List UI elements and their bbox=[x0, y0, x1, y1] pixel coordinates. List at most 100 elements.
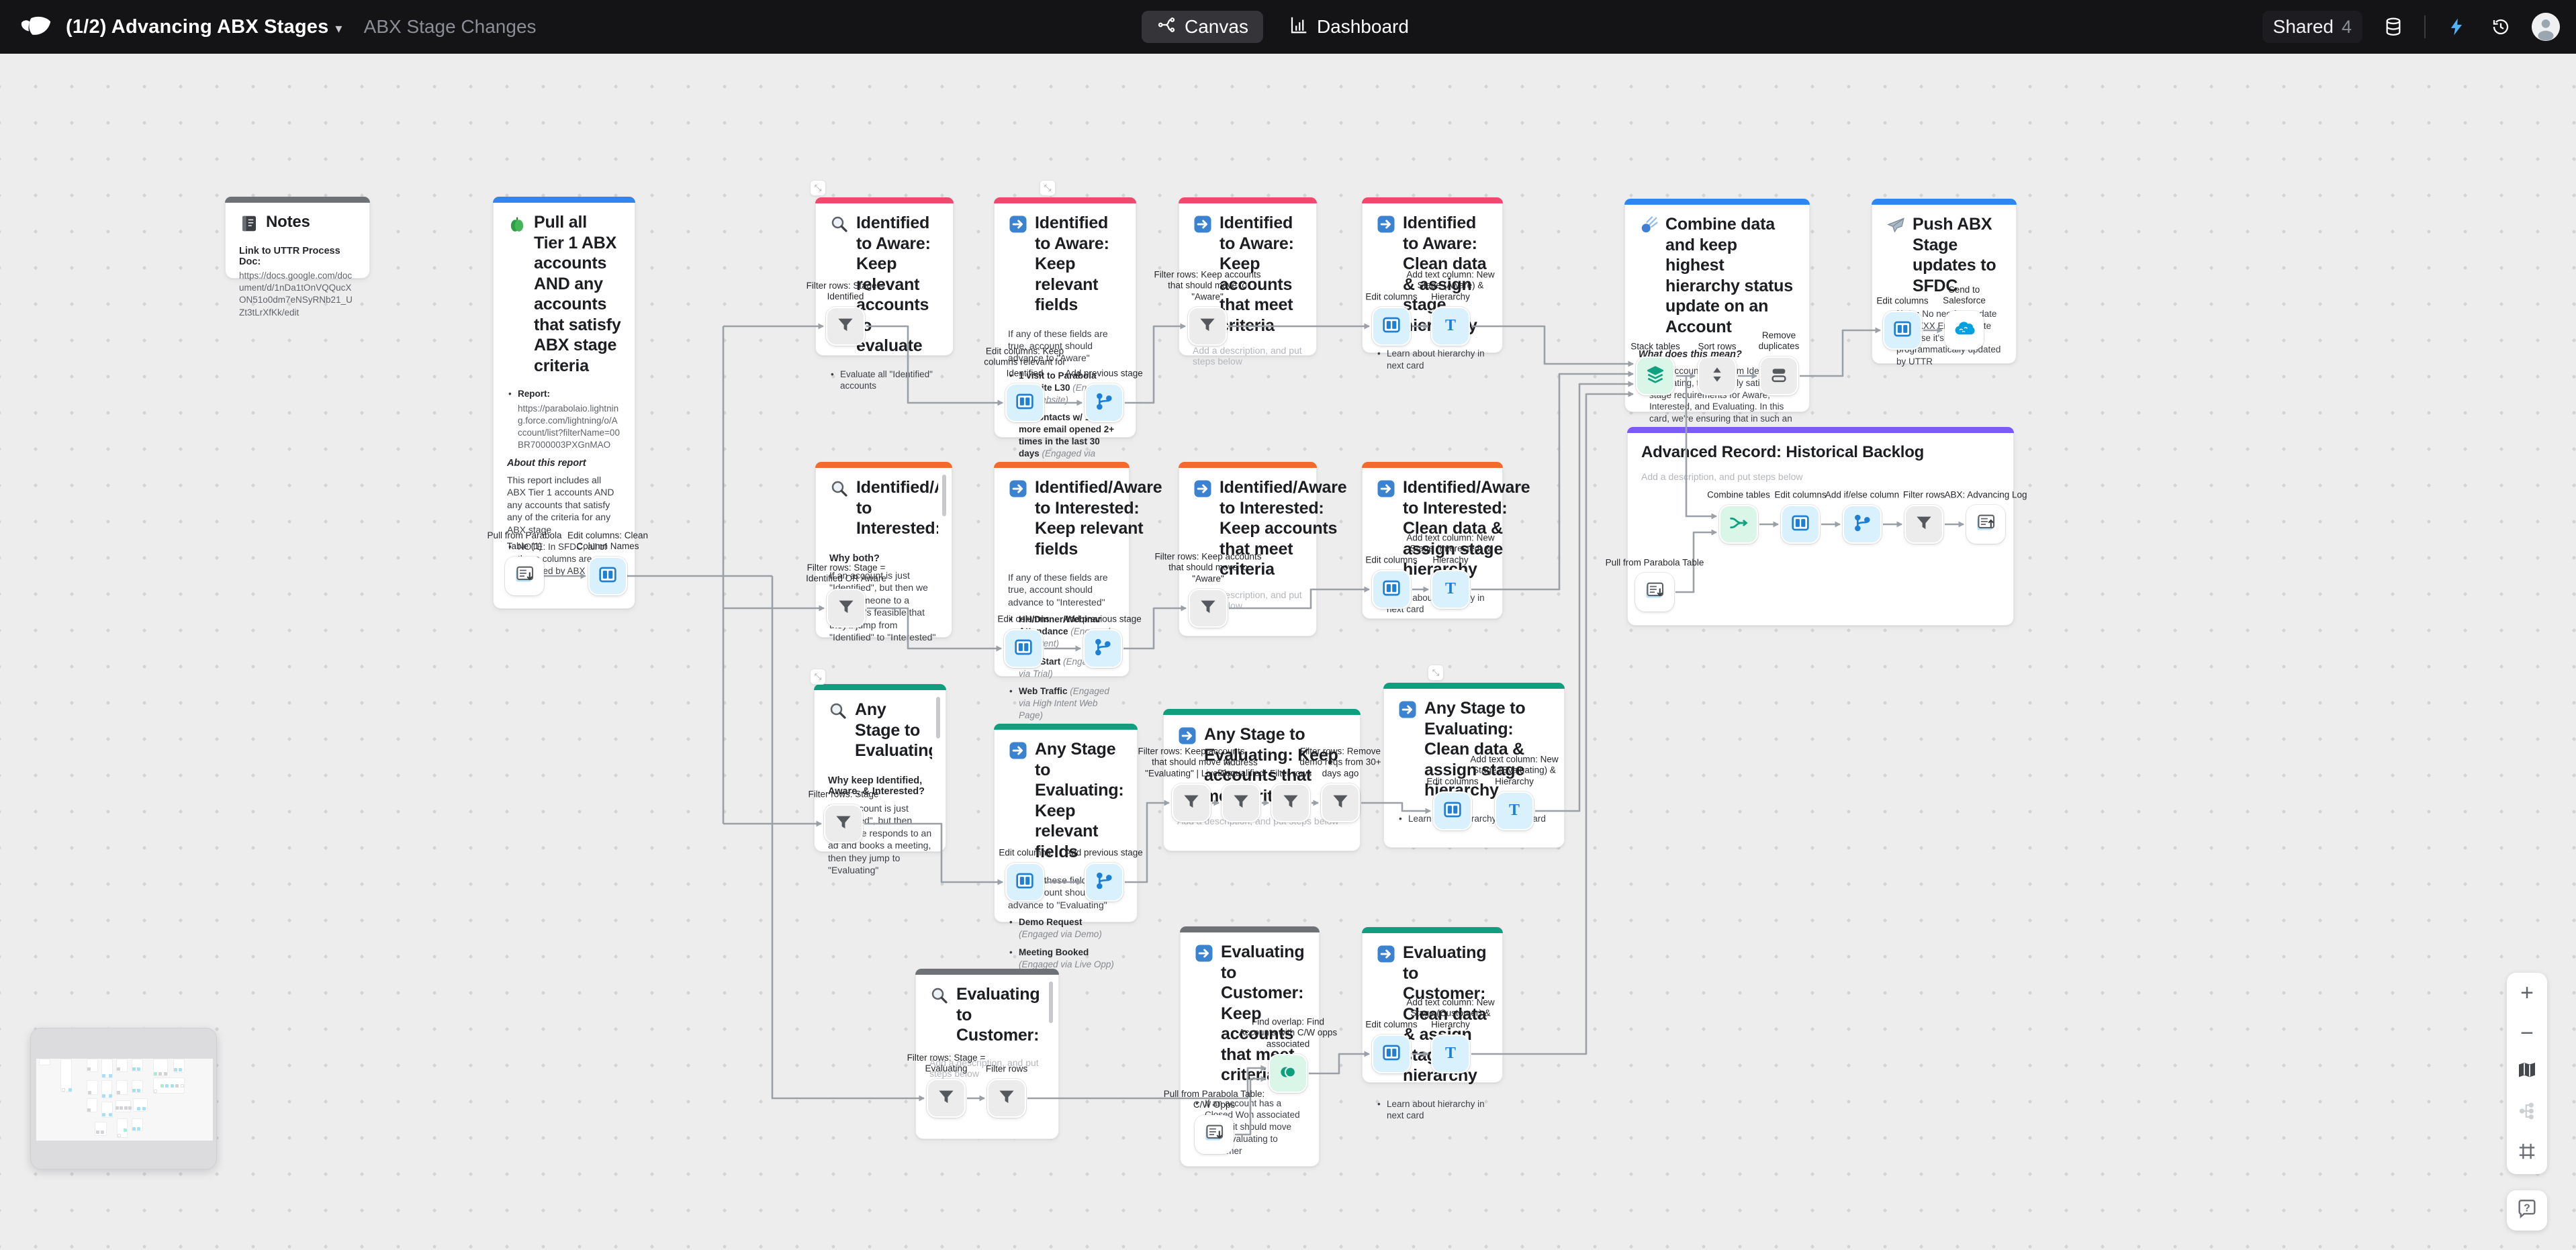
minimap-toggle-button[interactable] bbox=[2507, 1053, 2547, 1094]
card-pull[interactable]: Pull all Tier 1 ABX accounts AND any acc… bbox=[493, 197, 635, 609]
step-node-label: Add previous stage bbox=[1065, 368, 1143, 379]
step-node-filter[interactable] bbox=[827, 589, 866, 628]
step-node-text-column[interactable]: T bbox=[1431, 307, 1470, 346]
collapse-card-button[interactable]: ⤡ bbox=[1040, 180, 1056, 196]
filter-icon bbox=[996, 1086, 1017, 1111]
lightning-icon[interactable] bbox=[2443, 13, 2470, 40]
minimap-node bbox=[170, 1084, 174, 1088]
step-node-sort[interactable] bbox=[1698, 356, 1737, 395]
step-node-branch[interactable] bbox=[1085, 863, 1123, 902]
step-node-pull-table[interactable] bbox=[505, 557, 544, 595]
step-node-edit-columns[interactable] bbox=[1781, 505, 1820, 544]
step-node-text-column[interactable]: T bbox=[1495, 791, 1534, 830]
step-node-edit-columns[interactable] bbox=[1433, 791, 1472, 830]
tab-canvas[interactable]: Canvas bbox=[1142, 11, 1263, 43]
collapse-card-button[interactable]: ⤡ bbox=[810, 669, 826, 685]
filter-icon bbox=[1280, 791, 1301, 816]
card-c15[interactable]: Any Stage to Evaluating: Keep accounts t… bbox=[1163, 709, 1361, 851]
minimap[interactable] bbox=[30, 1028, 217, 1169]
step-node-branch[interactable] bbox=[1083, 629, 1122, 668]
data-sources-icon[interactable] bbox=[2380, 13, 2407, 40]
step-node-combine[interactable] bbox=[1719, 505, 1758, 544]
step-node-label: Edit columns bbox=[1365, 291, 1418, 302]
card-scrollbar[interactable] bbox=[942, 475, 946, 516]
overlap-icon bbox=[1277, 1061, 1299, 1086]
step-node-stack[interactable] bbox=[1636, 356, 1675, 395]
step-node-label: Filter rows: Keep accounts that should m… bbox=[1138, 746, 1245, 779]
step-node-edit-columns[interactable] bbox=[1005, 863, 1044, 902]
step-node-edit-columns[interactable] bbox=[588, 557, 627, 595]
step-node-label: Find overlap: Find Accounts with C/W opp… bbox=[1238, 1016, 1338, 1049]
step-node-overlap[interactable] bbox=[1269, 1054, 1307, 1093]
step-node-edit-columns[interactable] bbox=[1005, 383, 1044, 422]
step-node-filter[interactable] bbox=[1189, 589, 1228, 628]
minimap-node bbox=[153, 1071, 157, 1075]
step-node-filter[interactable] bbox=[1271, 783, 1310, 822]
collapse-card-button[interactable]: ⤡ bbox=[810, 180, 826, 196]
step-node-branch[interactable] bbox=[1843, 505, 1882, 544]
step-node-label: Filter rows: Stage = Identified bbox=[806, 281, 885, 302]
step-node-label: Edit columns bbox=[1365, 555, 1418, 565]
zoom-out-button[interactable]: − bbox=[2520, 1020, 2534, 1046]
step-node-filter[interactable] bbox=[1172, 783, 1211, 822]
step-node-edit-columns[interactable] bbox=[1372, 1035, 1411, 1073]
shared-button[interactable]: Shared 4 bbox=[2262, 11, 2362, 43]
step-node-dedupe[interactable] bbox=[1759, 356, 1798, 395]
step-node-filter[interactable] bbox=[1222, 783, 1260, 822]
flow-view-button[interactable] bbox=[2507, 1094, 2547, 1134]
minimap-node bbox=[120, 1106, 124, 1110]
step-node-salesforce[interactable] bbox=[1945, 311, 1984, 350]
link-text[interactable]: https://parabolaio.lightning.force.com/l… bbox=[518, 403, 620, 450]
step-node-filter[interactable] bbox=[927, 1079, 966, 1118]
help-button[interactable]: ? bbox=[2507, 1190, 2547, 1231]
minimap-viewport bbox=[36, 1059, 213, 1141]
step-node-text-column[interactable]: T bbox=[1431, 570, 1470, 609]
map-icon bbox=[2516, 1060, 2538, 1087]
step-node-filter[interactable] bbox=[826, 307, 865, 346]
minimap-node bbox=[132, 1126, 136, 1131]
history-icon[interactable] bbox=[2487, 13, 2514, 40]
minimap-node bbox=[117, 1090, 121, 1094]
step-node-filter[interactable] bbox=[1188, 307, 1227, 346]
card-scrollbar[interactable] bbox=[1049, 981, 1053, 1023]
avatar[interactable] bbox=[2532, 13, 2560, 41]
step-node-branch[interactable] bbox=[1085, 383, 1123, 422]
step-node-edit-columns[interactable] bbox=[1004, 629, 1043, 668]
step-node-filter[interactable] bbox=[1321, 783, 1360, 822]
step-node-filter[interactable] bbox=[824, 804, 863, 843]
minimap-node bbox=[124, 1106, 128, 1110]
card-color-stripe bbox=[994, 462, 1130, 468]
flow-title-dropdown[interactable]: (1/2) Advancing ABX Stages ▾ bbox=[66, 16, 342, 38]
step-node-edit-columns[interactable] bbox=[1883, 311, 1922, 350]
step-node-pull-table[interactable] bbox=[1635, 573, 1674, 612]
collapse-card-button[interactable]: ⤡ bbox=[1428, 665, 1444, 681]
link-text[interactable]: https://docs.google.com/document/d/1nDa1… bbox=[239, 271, 353, 318]
minimap-node bbox=[108, 1073, 112, 1077]
step-node-label: Filter rows: Remove demo reqs from 30+ d… bbox=[1299, 746, 1381, 779]
minimap-node bbox=[153, 1089, 157, 1093]
step-node-text-column[interactable]: T bbox=[1431, 1035, 1470, 1073]
minimap-node bbox=[132, 1067, 136, 1071]
parabola-logo-icon[interactable] bbox=[19, 15, 54, 39]
step-node-filter[interactable] bbox=[987, 1079, 1026, 1118]
step-node-filter[interactable] bbox=[1904, 505, 1943, 544]
step-node-pull-table[interactable] bbox=[1195, 1115, 1234, 1154]
card-color-stripe bbox=[1872, 199, 2017, 205]
card-scrollbar[interactable] bbox=[936, 697, 940, 738]
minimap-node bbox=[102, 1112, 106, 1116]
step-node-push-table[interactable] bbox=[1966, 505, 2005, 544]
minimap-node bbox=[173, 1067, 177, 1071]
tab-dashboard[interactable]: Dashboard bbox=[1274, 11, 1424, 43]
minimap-node bbox=[87, 1108, 91, 1112]
frame-button[interactable] bbox=[2507, 1134, 2547, 1174]
minimap-node bbox=[101, 1131, 105, 1135]
step-node-edit-columns[interactable] bbox=[1372, 570, 1411, 609]
step-node-edit-columns[interactable] bbox=[1372, 307, 1411, 346]
zoom-in-button[interactable]: + bbox=[2520, 979, 2534, 1006]
shared-label: Shared bbox=[2272, 16, 2334, 37]
step-node-label: Add text column: New Stage (Customer) & … bbox=[1406, 997, 1495, 1030]
minimap-node bbox=[102, 1094, 106, 1098]
